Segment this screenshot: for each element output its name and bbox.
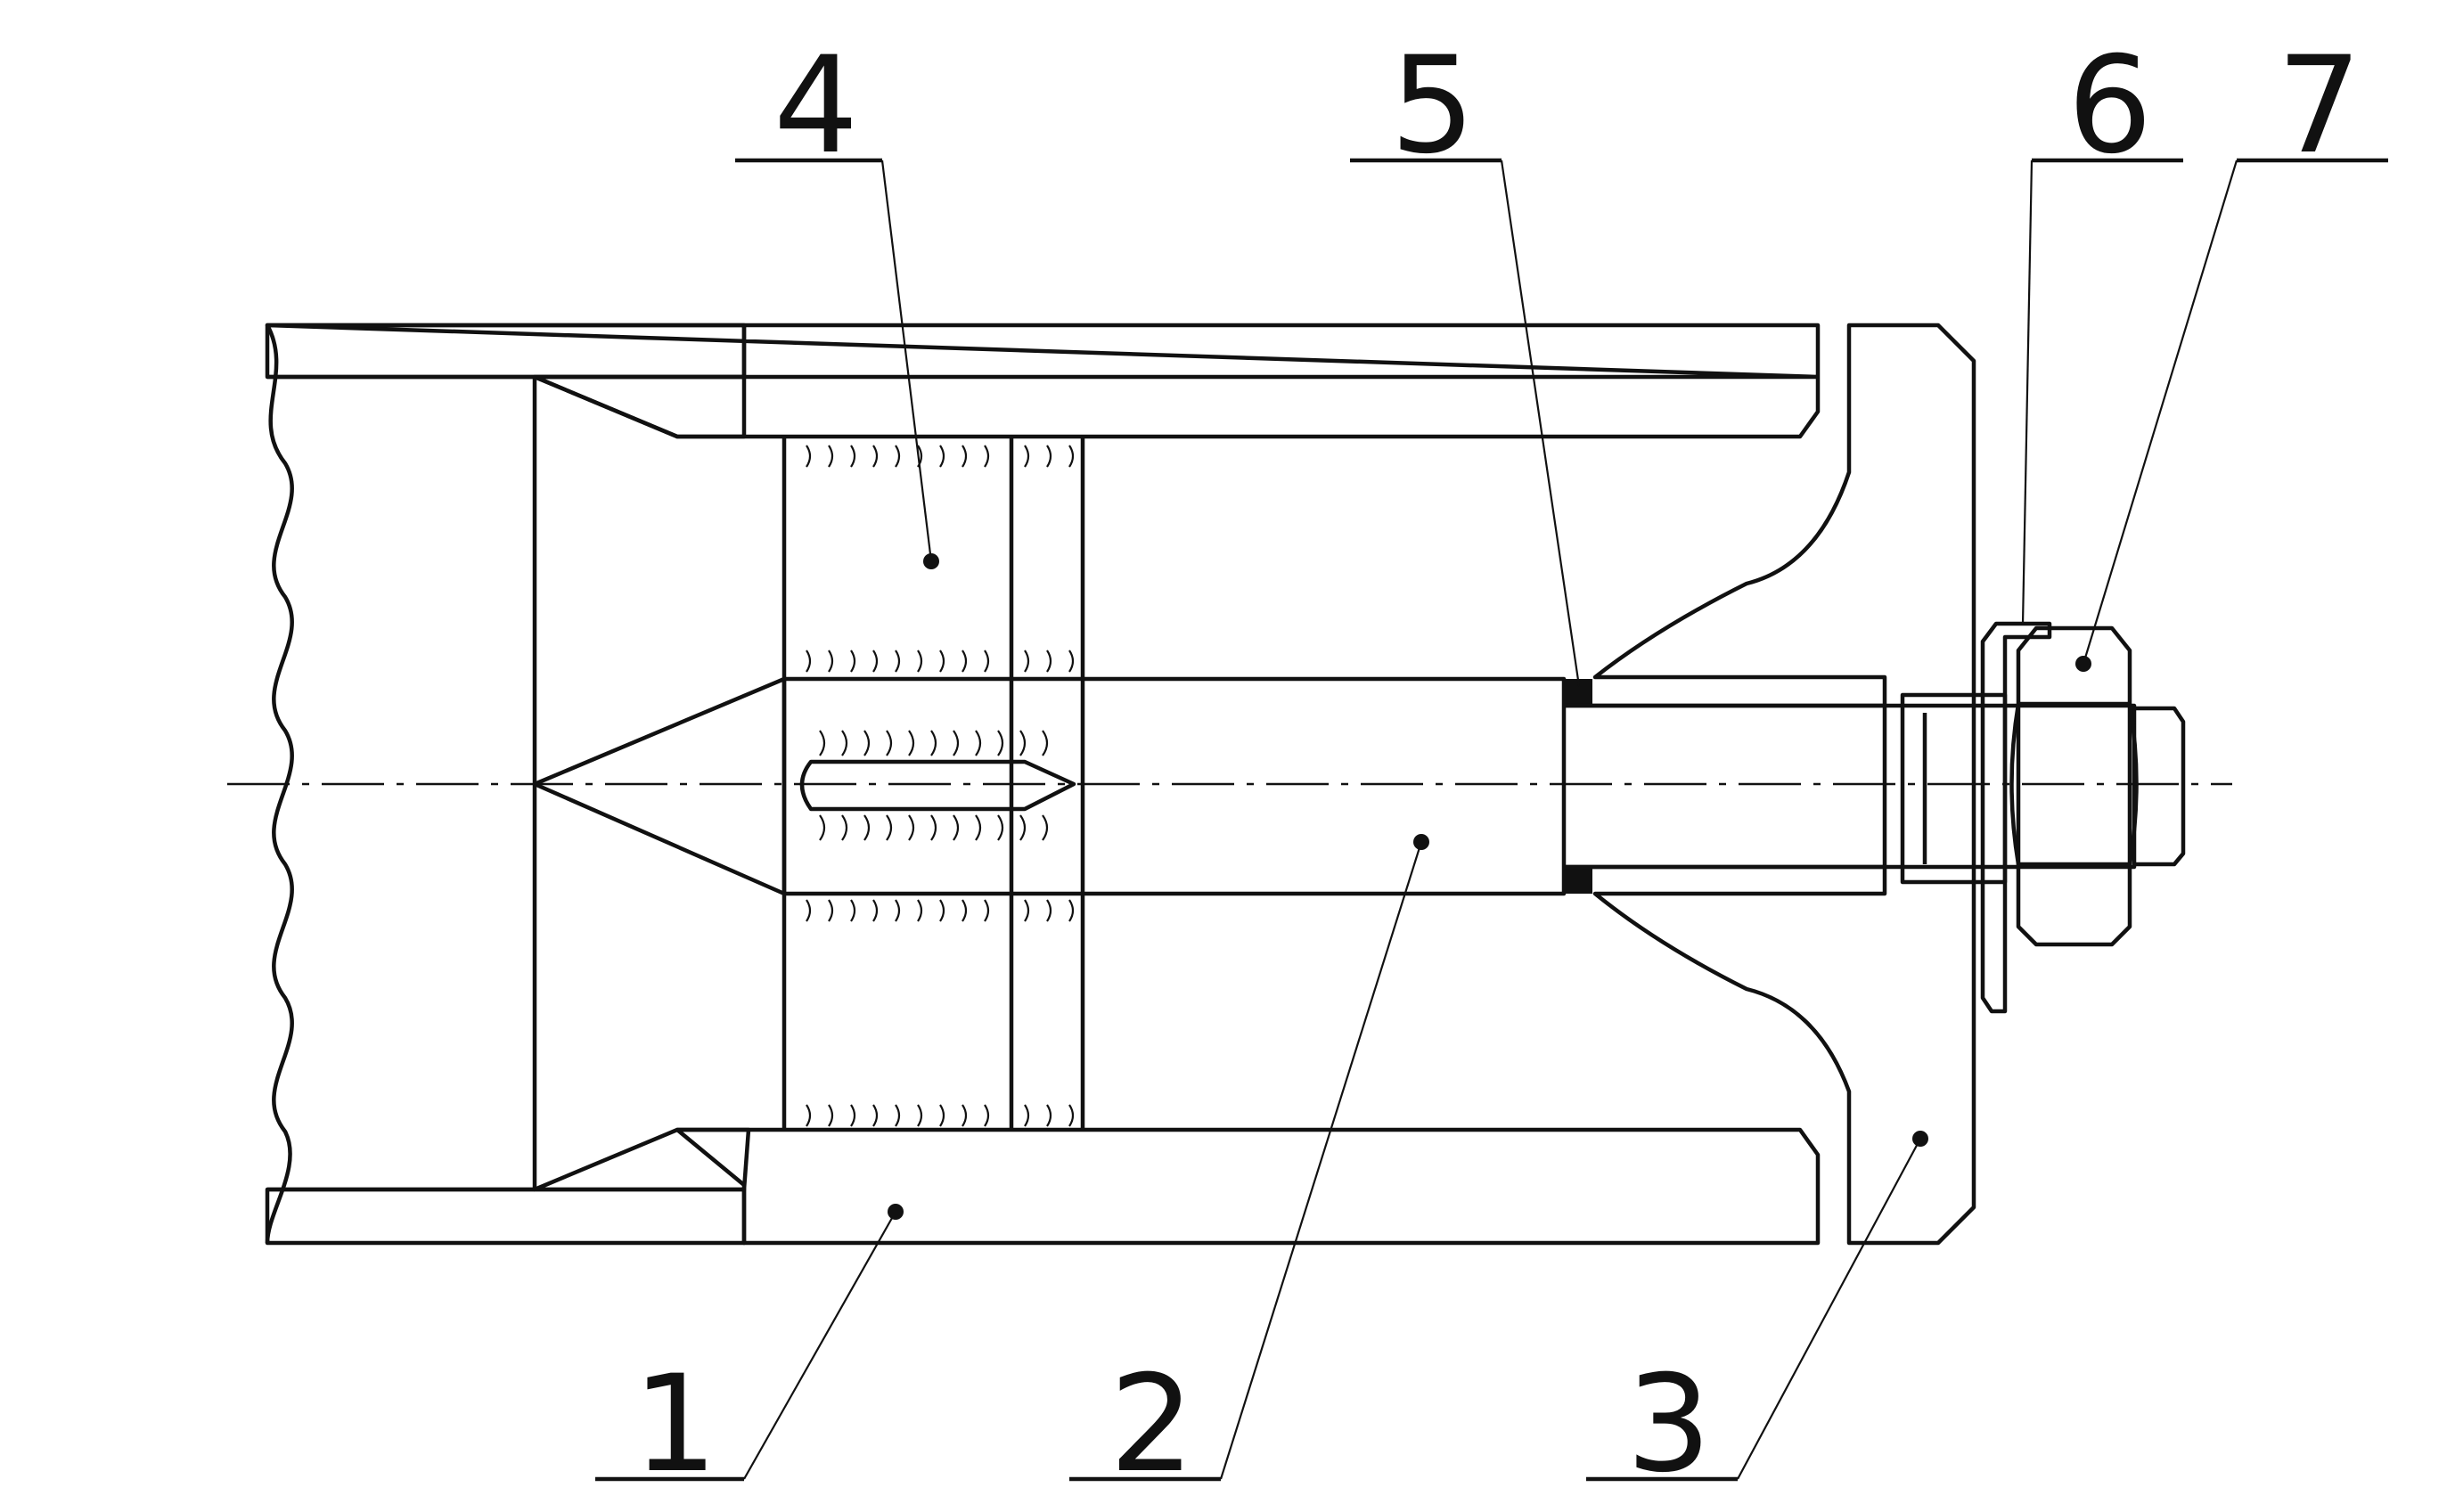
thread-top-2 [806,650,1075,673]
part-7-hex-nut [2009,625,2139,947]
callout-7-anchor [2075,656,2091,672]
cap-body [1592,323,1976,1246]
callout-6-leader [2021,159,2034,625]
callout-7-label: 7 [2277,29,2361,184]
housing-bottom-taper [532,1127,751,1192]
part-5-seal [1566,679,1592,894]
stud-shaft [1564,703,2137,870]
callout-1-anchor [888,1204,904,1220]
callout-3: 3 [1586,1131,1928,1502]
housing-bottom-left-band [265,1187,747,1246]
callout-4: 4 [735,29,939,569]
callout-7: 7 [2075,29,2388,672]
plate-washer [1900,692,2008,885]
part-6-washer [1980,621,2052,1014]
callout-7-leader [2082,159,2238,665]
callout-2-label: 2 [1109,1347,1194,1502]
callout-3-leader [1737,1138,1921,1480]
callout-1-leader [743,1211,896,1480]
callout-5: 5 [1350,29,1581,687]
thread-top-1 [806,445,1075,468]
housing-top-wall [265,323,1821,439]
callout-2-anchor [1413,834,1429,850]
housing-bottom-wall [675,1127,1821,1246]
callout-4-leader [880,159,933,562]
thread-bottom-2 [806,1104,1075,1127]
callout-6: 6 [2021,29,2183,625]
housing-top-taper [532,374,747,439]
callout-1: 1 [595,1204,904,1502]
callout-3-anchor [1912,1131,1928,1147]
nut-face-top [2018,701,2130,867]
rod-body [784,676,1567,896]
callout-2-leader [1219,841,1423,1480]
seal-bottom [1566,867,1592,894]
callout-5-label: 5 [1390,29,1475,184]
rod-slot-thread [819,730,1049,841]
callout-5-leader [1500,159,1581,687]
nut-outline [2016,625,2132,947]
thread-bottom-1 [806,899,1075,922]
callout-2: 2 [1069,834,1429,1502]
callout-4-label: 4 [773,29,858,184]
callout-6-label: 6 [2067,29,2152,184]
callout-3-label: 3 [1626,1347,1711,1502]
rod-slot [799,759,1076,812]
stud-end [2134,706,2186,867]
cone-tip [532,676,787,896]
part-2-rod [784,676,1567,896]
callout-1-label: 1 [633,1347,717,1502]
callout-4-anchor [923,553,939,569]
